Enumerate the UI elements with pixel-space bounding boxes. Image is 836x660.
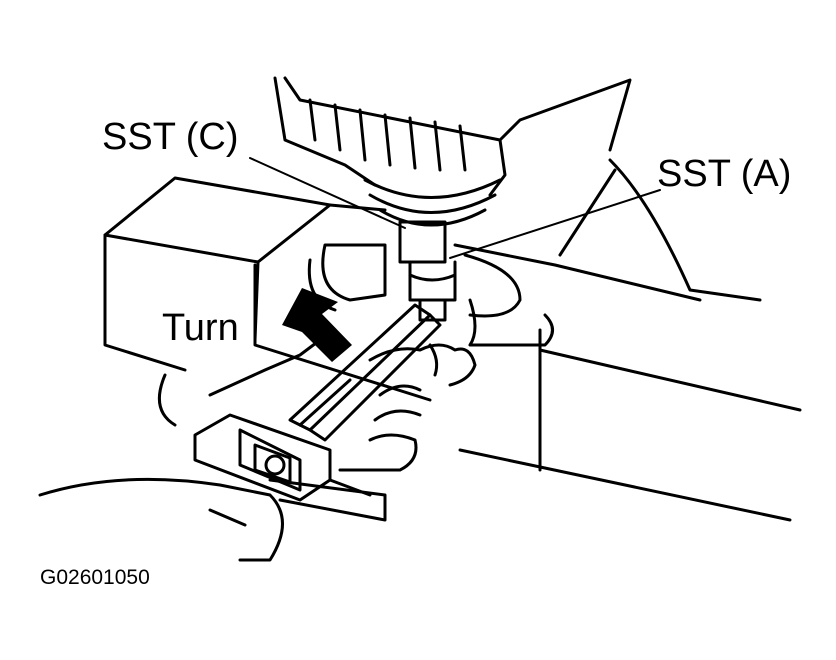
housing-block [103, 158, 802, 522]
leader-sst-a [449, 189, 661, 259]
leader-sst-c [249, 157, 406, 229]
figure-code: G02601050 [40, 566, 150, 589]
handle-bar [193, 303, 442, 522]
hands [38, 338, 477, 562]
turn-direction-arrow-icon [282, 288, 352, 362]
label-sst-a: SST (A) [657, 153, 792, 195]
label-turn: Turn [162, 307, 239, 349]
sst-shaft [398, 220, 457, 322]
label-sst-c: SST (C) [102, 116, 239, 158]
drill-body [273, 76, 632, 227]
leader-lines [249, 157, 661, 259]
